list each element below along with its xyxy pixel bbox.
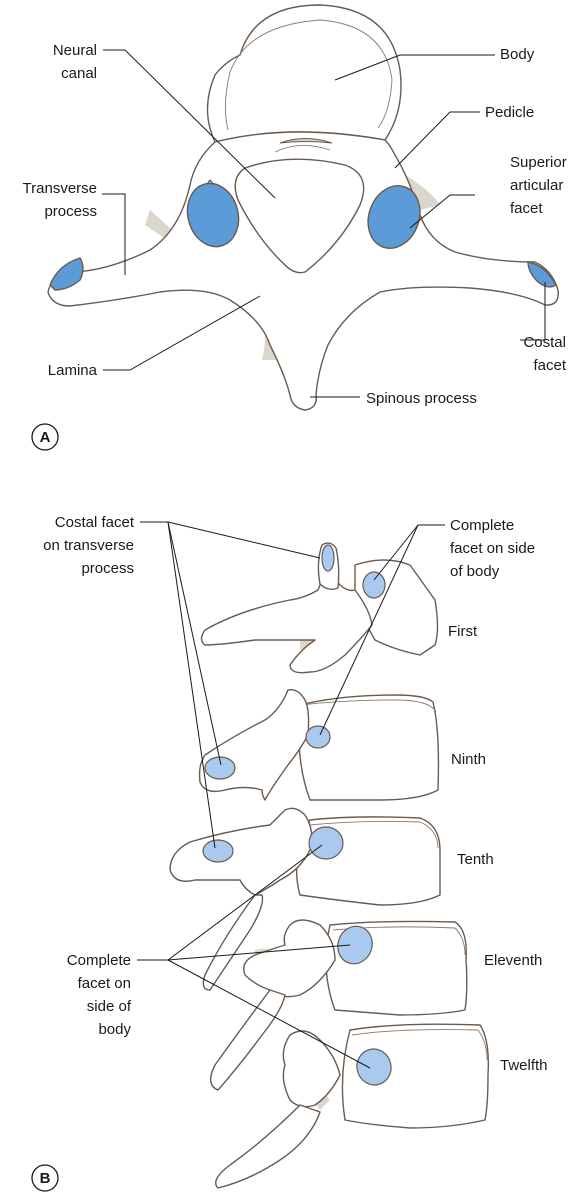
label-twelfth: Twelfth	[500, 1057, 548, 1074]
label-neural-canal-1: Neural	[53, 42, 97, 59]
label-costal-facet-transverse-2: on transverse	[43, 537, 134, 554]
label-transverse-process-2: process	[44, 203, 97, 220]
label-superior-articular-facet-2: articular	[510, 177, 563, 194]
badge-b-text: B	[40, 1170, 51, 1187]
vertebra-twelfth	[216, 1024, 489, 1188]
body-facet-ninth	[306, 726, 330, 748]
badge-a-text: A	[40, 429, 51, 446]
label-complete-facet-top-1: Complete	[450, 517, 514, 534]
vertebra-first	[202, 543, 438, 673]
label-neural-canal-2: canal	[61, 65, 97, 82]
label-spinous-process: Spinous process	[366, 390, 477, 407]
label-costal-facet-transverse-1: Costal facet	[55, 514, 135, 531]
label-complete-facet-bottom-1: Complete	[67, 952, 131, 969]
label-lamina: Lamina	[48, 362, 98, 379]
label-eleventh: Eleventh	[484, 952, 542, 969]
costal-facet-first	[322, 545, 334, 571]
badge-b: B	[32, 1165, 58, 1191]
label-complete-facet-bottom-4: body	[98, 1021, 131, 1038]
label-tenth: Tenth	[457, 851, 494, 868]
label-transverse-process-1: Transverse	[23, 180, 97, 197]
label-complete-facet-bottom-3: side of	[87, 998, 132, 1015]
label-superior-articular-facet-3: facet	[510, 200, 543, 217]
label-first: First	[448, 623, 478, 640]
label-costal-facet-2: facet	[533, 357, 566, 374]
label-complete-facet-top-3: of body	[450, 563, 500, 580]
label-costal-facet-1: Costal	[523, 334, 566, 351]
body-facet-first	[363, 572, 385, 598]
vertebra-ninth	[200, 690, 439, 800]
label-pedicle: Pedicle	[485, 104, 534, 121]
label-complete-facet-top-2: facet on side	[450, 540, 535, 557]
badge-a: A	[32, 424, 58, 450]
label-superior-articular-facet-1: Superior	[510, 154, 567, 171]
label-body: Body	[500, 46, 535, 63]
label-complete-facet-bottom-2: facet on	[78, 975, 131, 992]
panel-b-drawing	[170, 543, 488, 1188]
body-facet-tenth	[309, 827, 343, 859]
label-costal-facet-transverse-3: process	[81, 560, 134, 577]
costal-facet-tenth	[203, 840, 233, 862]
vertebral-body	[208, 5, 402, 142]
label-ninth: Ninth	[451, 751, 486, 768]
